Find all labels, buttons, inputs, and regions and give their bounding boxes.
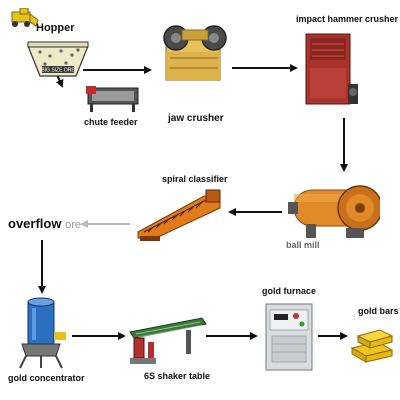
chute-feeder-label: chute feeder [84, 117, 138, 127]
spiral-classifier-label: spiral classifier [162, 174, 228, 184]
gold-furnace-icon [265, 303, 313, 371]
ball-mill-label: ball mill [286, 240, 320, 250]
gold-bars-icon [350, 329, 394, 363]
gold-bars-label: gold bars [358, 306, 399, 316]
chute-feeder-icon [86, 86, 139, 112]
shaker-table-icon [129, 317, 207, 364]
hopper-icon: BIG SIZE ORE [11, 8, 89, 77]
overflow-label-rest: ore [65, 219, 81, 231]
impact-hammer-crusher-label: impact hammer crusher [296, 14, 399, 24]
ball-mill-icon [288, 185, 380, 238]
gold-concentrator-icon [19, 297, 66, 369]
jaw-crusher-label: jaw crusher [168, 113, 224, 124]
hopper-plate-text: BIG SIZE ORE [41, 68, 75, 74]
gold-concentrator-label: gold concentrator [8, 373, 85, 383]
shaker-table-label: 6S shaker table [144, 371, 211, 381]
overflow-ore-label: overflow ore [8, 216, 81, 231]
impact-hammer-crusher-icon [305, 33, 358, 105]
jaw-crusher-icon [163, 25, 227, 81]
spiral-classifier-icon [137, 189, 221, 241]
gold-furnace-label: gold furnace [262, 286, 317, 296]
overflow-label-main: overflow [8, 216, 62, 231]
hopper-label: Hopper [36, 22, 75, 34]
